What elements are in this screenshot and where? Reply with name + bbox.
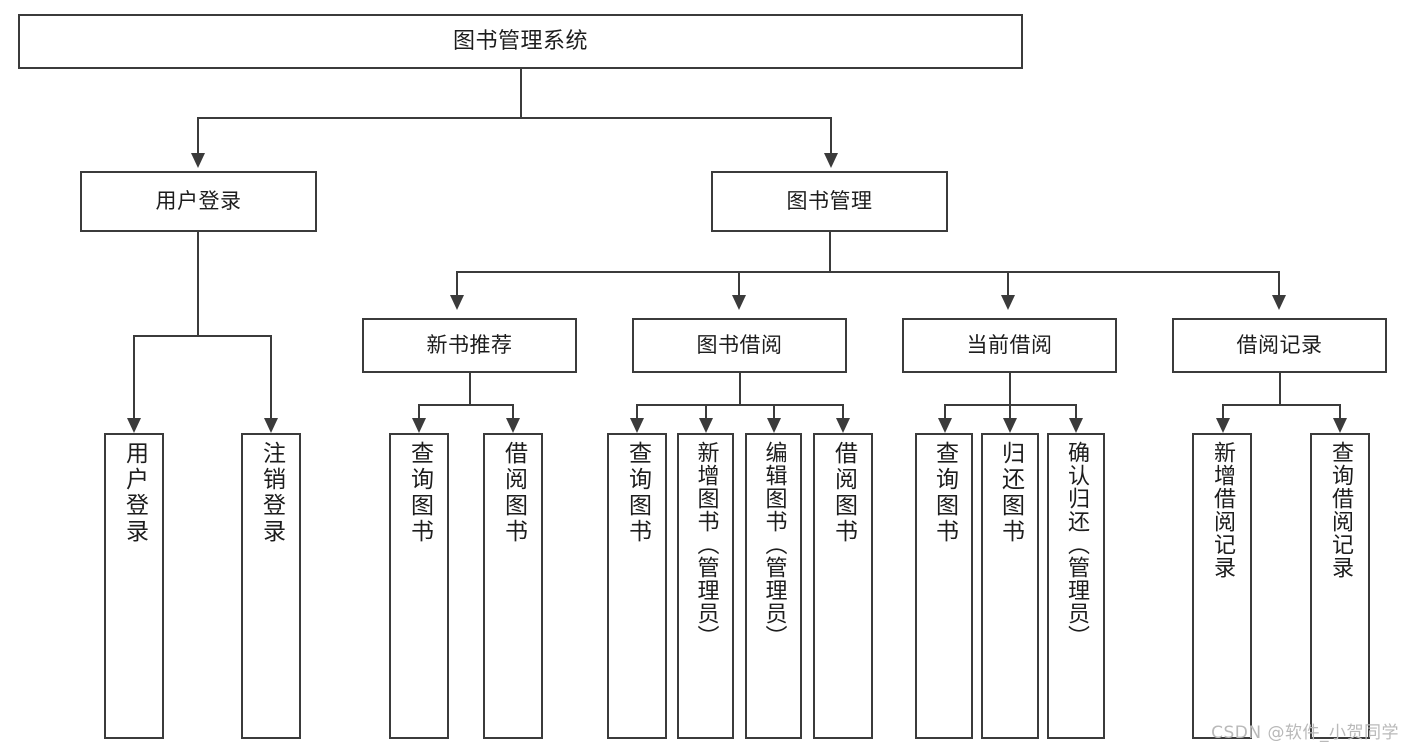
node-label: 注销登录 xyxy=(258,441,285,545)
node-label: 查询图书 xyxy=(406,441,433,545)
node-leaf-borrow-book-1[interactable]: 借阅图书 xyxy=(483,433,543,739)
node-label: 图书管理系统 xyxy=(452,28,588,54)
connector-user-login-to-leaf-2 xyxy=(270,335,272,418)
node-label: 归还图书 xyxy=(997,441,1024,545)
node-current-borrowing[interactable]: 当前借阅 xyxy=(902,318,1117,373)
node-new-book-recommendation[interactable]: 新书推荐 xyxy=(362,318,577,373)
node-label: 图书管理 xyxy=(786,189,873,214)
arrow-current-borrow-to-leaf-1 xyxy=(938,418,952,433)
node-leaf-query-book-1[interactable]: 查询图书 xyxy=(389,433,449,739)
connector-current-borrow-to-leaf-2 xyxy=(1009,404,1011,418)
connector-book-mgmt-to-book-borrow xyxy=(738,271,740,295)
arrow-current-borrow-to-leaf-2 xyxy=(1003,418,1017,433)
connector-new-book-rec-to-leaf-2 xyxy=(512,404,514,418)
arrow-root-to-user-login xyxy=(191,153,205,168)
node-label: 当前借阅 xyxy=(966,333,1053,358)
arrow-book-mgmt-to-borrow-record xyxy=(1272,295,1286,310)
connector-user-login-stem xyxy=(197,232,199,335)
node-label: 查询图书 xyxy=(624,441,651,545)
node-book-borrowing[interactable]: 图书借阅 xyxy=(632,318,847,373)
connector-book-borrow-to-leaf-4 xyxy=(842,404,844,418)
connector-book-borrow-bar xyxy=(636,404,844,406)
connector-root-bar xyxy=(197,117,832,119)
connector-book-mgmt-to-current-borrow xyxy=(1007,271,1009,295)
arrow-borrow-record-to-leaf-1 xyxy=(1216,418,1230,433)
arrow-root-to-book-mgmt xyxy=(824,153,838,168)
connector-book-borrow-to-leaf-3 xyxy=(773,404,775,418)
csdn-watermark: CSDN @软件_小贺同学 xyxy=(1211,723,1399,743)
connector-new-book-rec-bar xyxy=(418,404,514,406)
node-label: 借阅图书 xyxy=(830,441,857,545)
node-label: 借阅图书 xyxy=(500,441,527,545)
connector-new-book-rec-to-leaf-1 xyxy=(418,404,420,418)
arrow-book-borrow-to-leaf-2 xyxy=(699,418,713,433)
connector-book-borrow-stem xyxy=(739,373,741,405)
node-leaf-borrow-book-2[interactable]: 借阅图书 xyxy=(813,433,873,739)
node-leaf-query-borrow-record[interactable]: 查询借阅记录 xyxy=(1310,433,1370,739)
connector-borrow-record-bar xyxy=(1222,404,1341,406)
node-leaf-logout[interactable]: 注销登录 xyxy=(241,433,301,739)
connector-user-login-to-leaf-1 xyxy=(133,335,135,418)
connector-borrow-record-to-leaf-1 xyxy=(1222,404,1224,418)
connector-root-to-user-login xyxy=(197,117,199,153)
connector-root-stem xyxy=(520,69,522,118)
node-leaf-query-book-2[interactable]: 查询图书 xyxy=(607,433,667,739)
connector-book-borrow-to-leaf-1 xyxy=(636,404,638,418)
arrow-user-login-to-leaf-1 xyxy=(127,418,141,433)
node-label: 确认归还（管理员） xyxy=(1064,441,1089,648)
node-leaf-add-borrow-record[interactable]: 新增借阅记录 xyxy=(1192,433,1252,739)
node-label: 图书借阅 xyxy=(696,333,783,358)
node-book-management[interactable]: 图书管理 xyxy=(711,171,948,232)
connector-user-login-bar xyxy=(133,335,271,337)
node-leaf-edit-book-admin[interactable]: 编辑图书（管理员） xyxy=(745,433,802,739)
arrow-new-book-rec-to-leaf-2 xyxy=(506,418,520,433)
connector-borrow-record-stem xyxy=(1279,373,1281,405)
arrow-borrow-record-to-leaf-2 xyxy=(1333,418,1347,433)
arrow-book-borrow-to-leaf-3 xyxy=(767,418,781,433)
node-label: 查询借阅记录 xyxy=(1328,441,1353,579)
arrow-book-borrow-to-leaf-4 xyxy=(836,418,850,433)
node-label: 新增借阅记录 xyxy=(1210,441,1235,579)
connector-book-mgmt-to-borrow-record xyxy=(1278,271,1280,295)
node-label: 借阅记录 xyxy=(1236,333,1323,358)
connector-current-borrow-to-leaf-1 xyxy=(944,404,946,418)
node-label: 用户登录 xyxy=(155,189,242,214)
connector-current-borrow-to-leaf-3 xyxy=(1075,404,1077,418)
connector-book-mgmt-stem xyxy=(829,232,831,272)
node-label: 新书推荐 xyxy=(426,333,513,358)
arrow-book-mgmt-to-current-borrow xyxy=(1001,295,1015,310)
connector-borrow-record-to-leaf-2 xyxy=(1339,404,1341,418)
node-borrowing-record[interactable]: 借阅记录 xyxy=(1172,318,1387,373)
connector-book-mgmt-bar xyxy=(456,271,1280,273)
connector-new-book-rec-stem xyxy=(469,373,471,405)
arrow-book-mgmt-to-new-book-rec xyxy=(450,295,464,310)
node-leaf-add-book-admin[interactable]: 新增图书（管理员） xyxy=(677,433,734,739)
arrow-user-login-to-leaf-2 xyxy=(264,418,278,433)
connector-current-borrow-stem xyxy=(1009,373,1011,405)
arrow-current-borrow-to-leaf-3 xyxy=(1069,418,1083,433)
node-label: 新增图书（管理员） xyxy=(693,441,719,648)
node-label: 编辑图书（管理员） xyxy=(761,441,787,648)
connector-root-to-book-mgmt xyxy=(830,117,832,153)
node-label: 查询图书 xyxy=(931,441,958,545)
node-user-login[interactable]: 用户登录 xyxy=(80,171,317,232)
connector-book-borrow-to-leaf-2 xyxy=(705,404,707,418)
arrow-book-mgmt-to-book-borrow xyxy=(732,295,746,310)
node-leaf-user-login[interactable]: 用户登录 xyxy=(104,433,164,739)
arrow-book-borrow-to-leaf-1 xyxy=(630,418,644,433)
node-leaf-confirm-return-admin[interactable]: 确认归还（管理员） xyxy=(1047,433,1105,739)
connector-book-mgmt-to-new-book-rec xyxy=(456,271,458,295)
node-root-book-management-system[interactable]: 图书管理系统 xyxy=(18,14,1023,69)
node-leaf-return-book[interactable]: 归还图书 xyxy=(981,433,1039,739)
node-label: 用户登录 xyxy=(121,441,148,545)
arrow-new-book-rec-to-leaf-1 xyxy=(412,418,426,433)
node-leaf-query-book-3[interactable]: 查询图书 xyxy=(915,433,973,739)
